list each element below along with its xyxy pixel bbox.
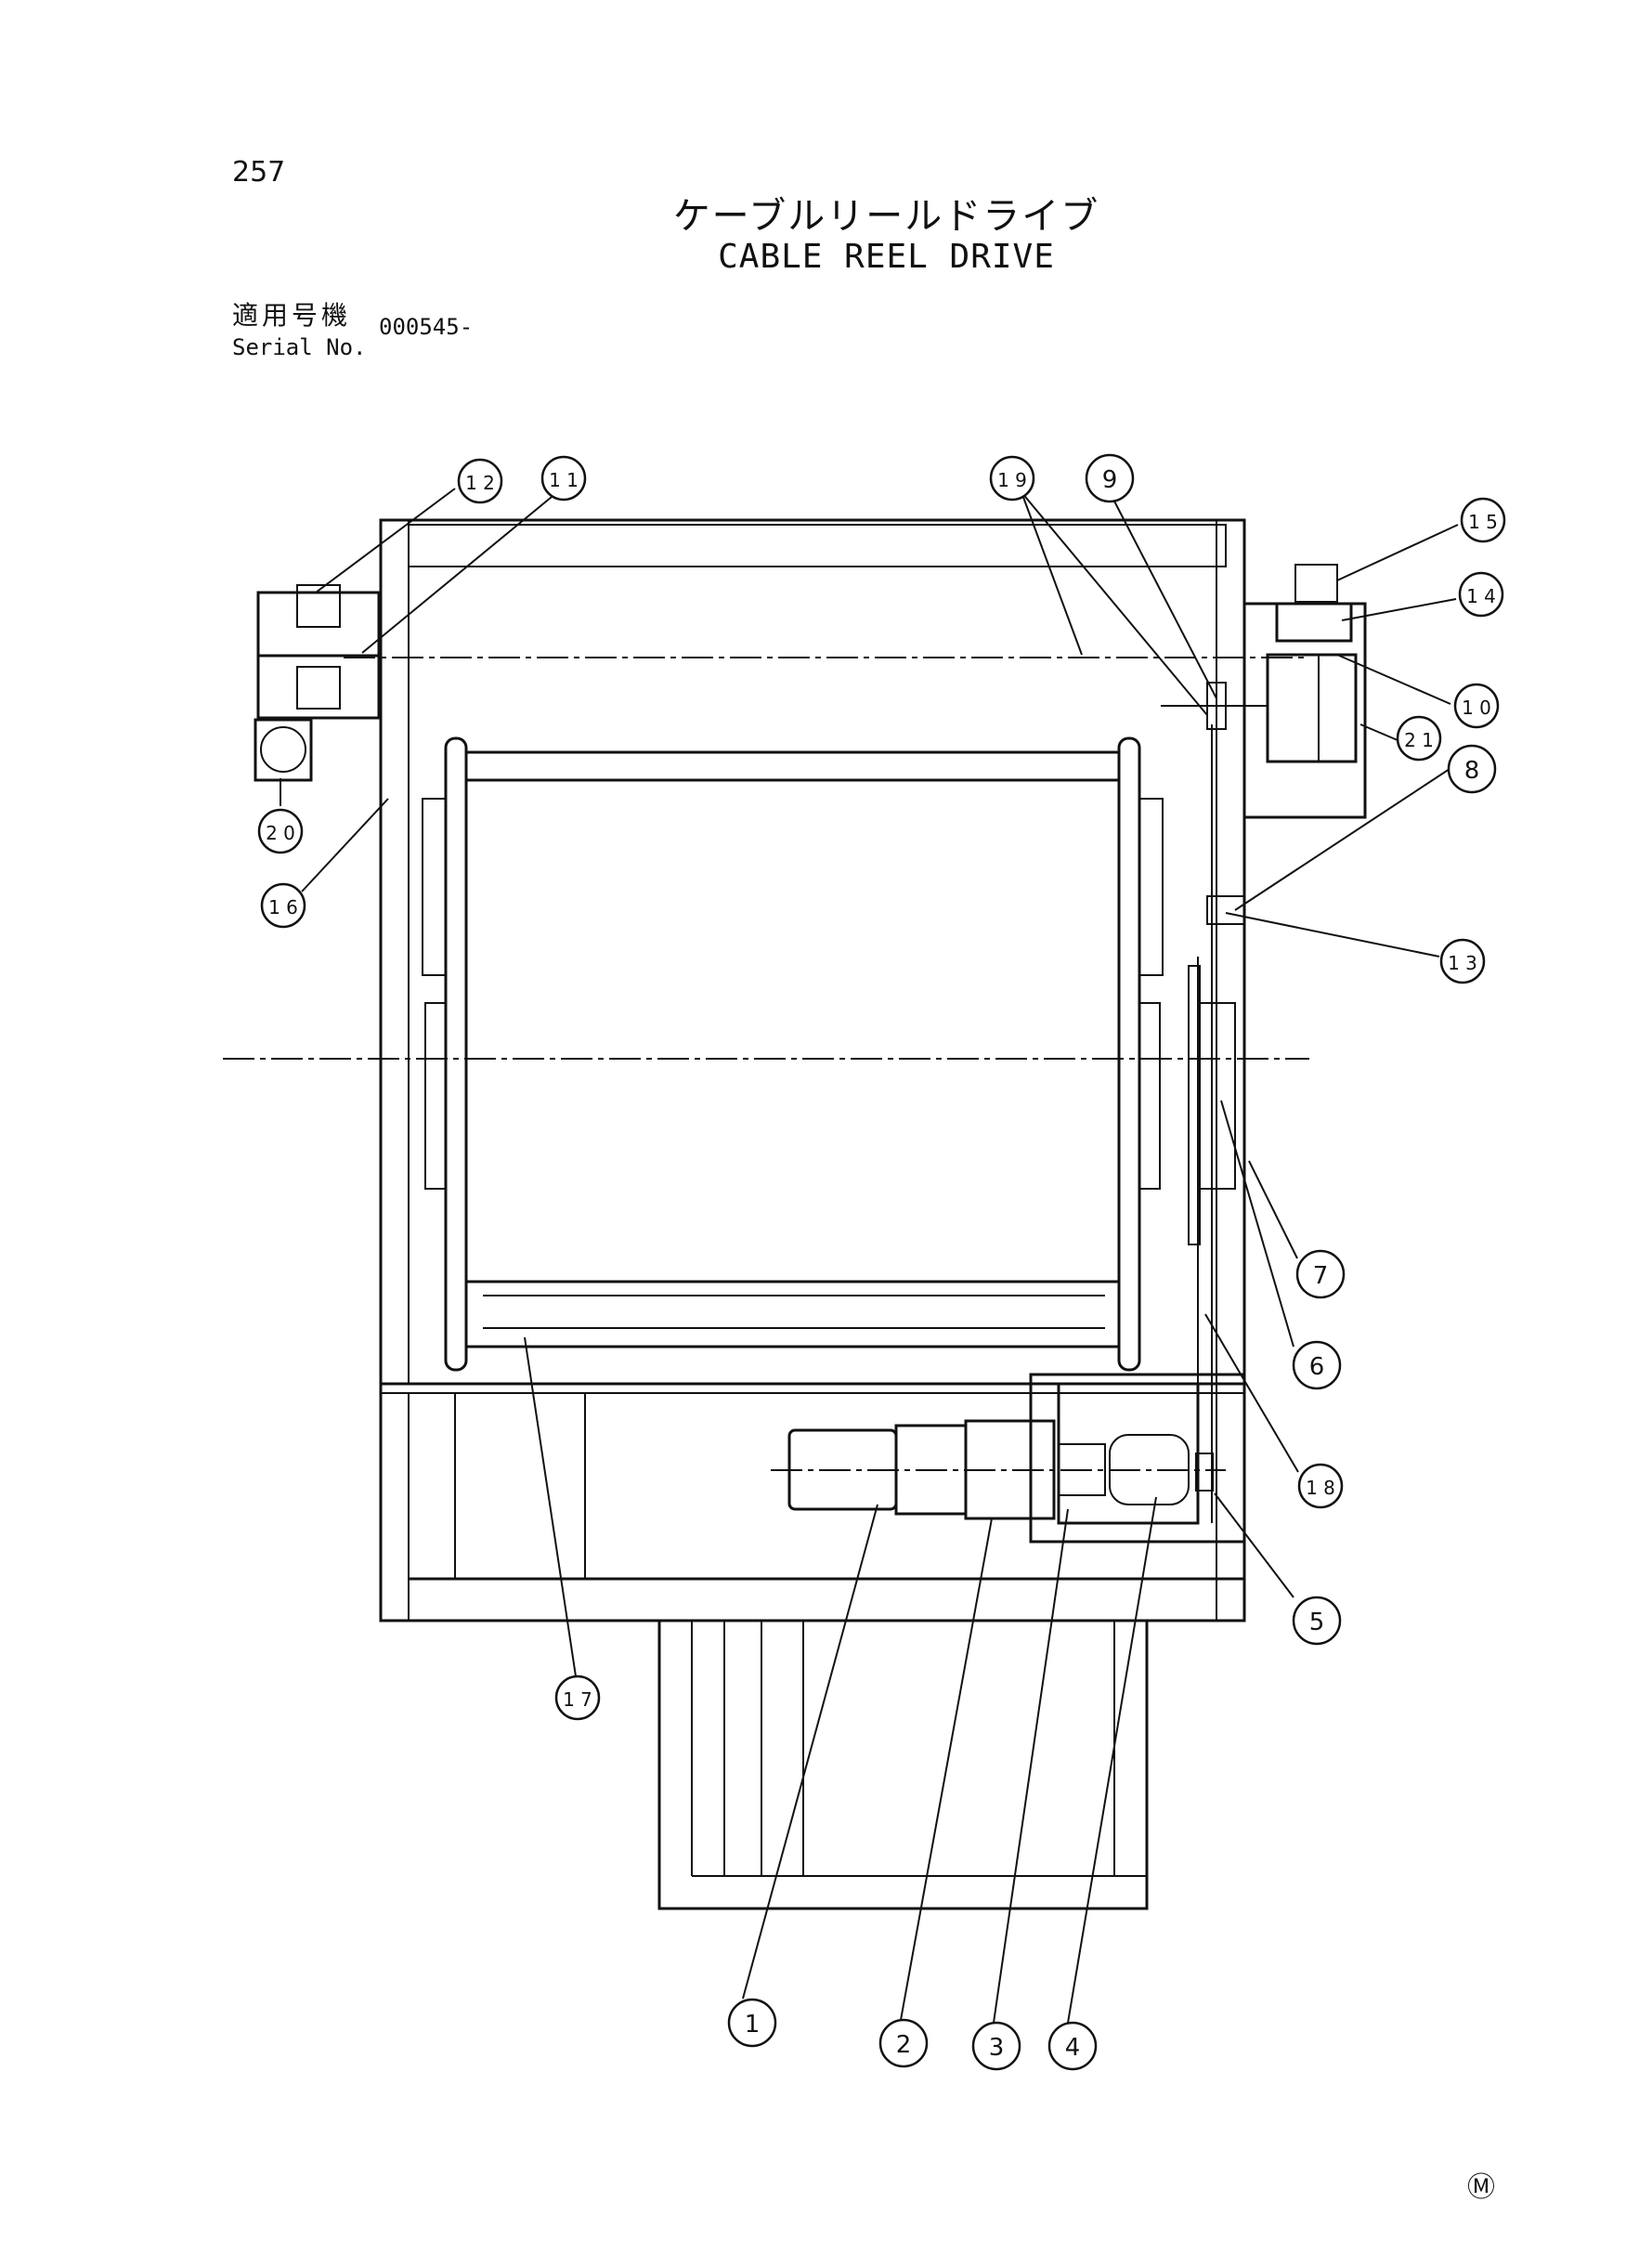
right-drive-assembly [1161, 564, 1367, 819]
callout-3: 3 [971, 2021, 1021, 2071]
svg-text:1: 1 [745, 2011, 761, 2039]
callout-2: 2 [878, 2018, 929, 2068]
svg-text:2 1: 2 1 [1404, 729, 1434, 751]
svg-text:1 0: 1 0 [1462, 697, 1491, 719]
serial-label-english: Serial No. [232, 334, 367, 360]
callout-10: 1 0 [1453, 683, 1500, 729]
serial-label-japanese: 適用号機 [232, 300, 352, 331]
callout-9: 9 [1085, 453, 1135, 503]
serial-number-value: 000545- [379, 314, 474, 340]
callout-15: 1 5 [1460, 497, 1506, 543]
reel-drum [422, 736, 1236, 1372]
svg-text:1 1: 1 1 [549, 469, 579, 491]
left-bearing-bracket [254, 584, 381, 782]
callout-12: 1 2 [457, 458, 503, 504]
callout-20: 2 0 [257, 808, 304, 854]
callout-16: 1 6 [260, 882, 306, 929]
svg-text:2 0: 2 0 [266, 822, 295, 844]
title-japanese: ケーブルリールドライブ [672, 195, 1100, 238]
footer-mark: Ⓜ [1467, 2171, 1495, 2204]
page-number: 257 [232, 156, 286, 189]
svg-text:1 2: 1 2 [465, 472, 495, 494]
callout-7: 7 [1295, 1249, 1346, 1299]
callout-4: 4 [1047, 2021, 1098, 2071]
svg-text:8: 8 [1464, 757, 1480, 785]
svg-text:1 3: 1 3 [1448, 952, 1477, 974]
svg-text:6: 6 [1309, 1353, 1325, 1381]
svg-text:5: 5 [1309, 1609, 1325, 1636]
callout-11: 1 1 [540, 455, 587, 502]
svg-text:1 6: 1 6 [268, 896, 298, 919]
svg-text:7: 7 [1313, 1262, 1329, 1290]
callout-17: 1 7 [554, 1674, 601, 1721]
callout-19: 1 9 [989, 455, 1035, 502]
leader-lines [280, 488, 1459, 2024]
callout-21: 2 1 [1396, 715, 1442, 762]
callout-18: 1 8 [1297, 1463, 1344, 1509]
callout-13: 1 3 [1439, 938, 1486, 984]
callout-8: 8 [1447, 744, 1497, 794]
svg-text:1 5: 1 5 [1468, 511, 1498, 533]
svg-text:4: 4 [1065, 2034, 1081, 2062]
callout-5: 5 [1292, 1596, 1342, 1646]
svg-text:1 4: 1 4 [1466, 585, 1496, 607]
callout-6: 6 [1292, 1340, 1342, 1390]
motor-reducer-unit [771, 1373, 1246, 1544]
chain-tensioner [1206, 895, 1245, 925]
callout-1: 1 [727, 1998, 777, 2048]
svg-text:2: 2 [896, 2031, 912, 2059]
title-english: CABLE REEL DRIVE [718, 238, 1055, 276]
svg-text:1 7: 1 7 [563, 1688, 592, 1711]
svg-text:3: 3 [989, 2034, 1005, 2062]
main-frame [379, 518, 1246, 1622]
callout-14: 1 4 [1458, 571, 1504, 618]
lower-stand [657, 1619, 1149, 1910]
svg-text:1 8: 1 8 [1306, 1477, 1335, 1499]
svg-text:9: 9 [1102, 466, 1118, 494]
svg-text:1 9: 1 9 [997, 469, 1027, 491]
